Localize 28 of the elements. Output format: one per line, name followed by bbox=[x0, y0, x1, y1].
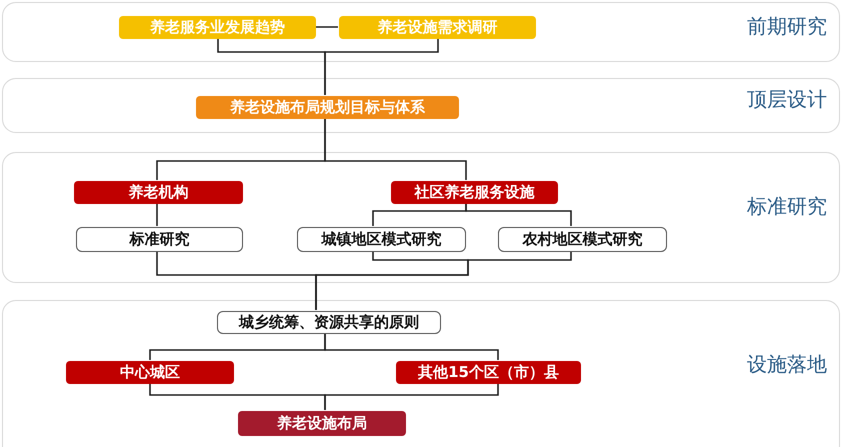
connector-line bbox=[156, 203, 158, 226]
outlined-box: 城乡统筹、资源共享的原则 bbox=[217, 311, 441, 334]
stage-panel bbox=[2, 78, 840, 133]
connector-line bbox=[315, 251, 572, 310]
connector-line bbox=[324, 38, 439, 95]
connector-line bbox=[315, 26, 338, 28]
stage-title: 前期研究 bbox=[747, 13, 827, 40]
stage-panel bbox=[2, 300, 840, 447]
connector-line bbox=[465, 203, 572, 226]
connector-line bbox=[324, 118, 467, 180]
process-box: 中心城区 bbox=[66, 361, 234, 384]
process-box: 养老设施布局规划目标与体系 bbox=[196, 96, 459, 119]
outlined-box: 农村地区模式研究 bbox=[498, 227, 667, 252]
connector-line bbox=[324, 383, 499, 410]
process-box: 养老服务业发展趋势 bbox=[119, 16, 316, 39]
stage-title: 标准研究 bbox=[747, 193, 827, 220]
stage-title: 设施落地 bbox=[747, 351, 827, 378]
process-box: 养老设施布局 bbox=[238, 411, 406, 436]
outlined-box: 标准研究 bbox=[76, 227, 243, 252]
connector-line bbox=[324, 333, 499, 360]
process-box: 社区养老服务设施 bbox=[391, 181, 558, 204]
stage-panel bbox=[2, 152, 840, 283]
stage-panel bbox=[2, 2, 840, 62]
outlined-box: 城镇地区模式研究 bbox=[297, 227, 466, 252]
process-box: 养老设施需求调研 bbox=[339, 16, 536, 39]
process-box: 其他15个区（市）县 bbox=[396, 361, 581, 384]
process-box: 养老机构 bbox=[74, 181, 243, 204]
stage-title: 顶层设计 bbox=[747, 86, 827, 113]
